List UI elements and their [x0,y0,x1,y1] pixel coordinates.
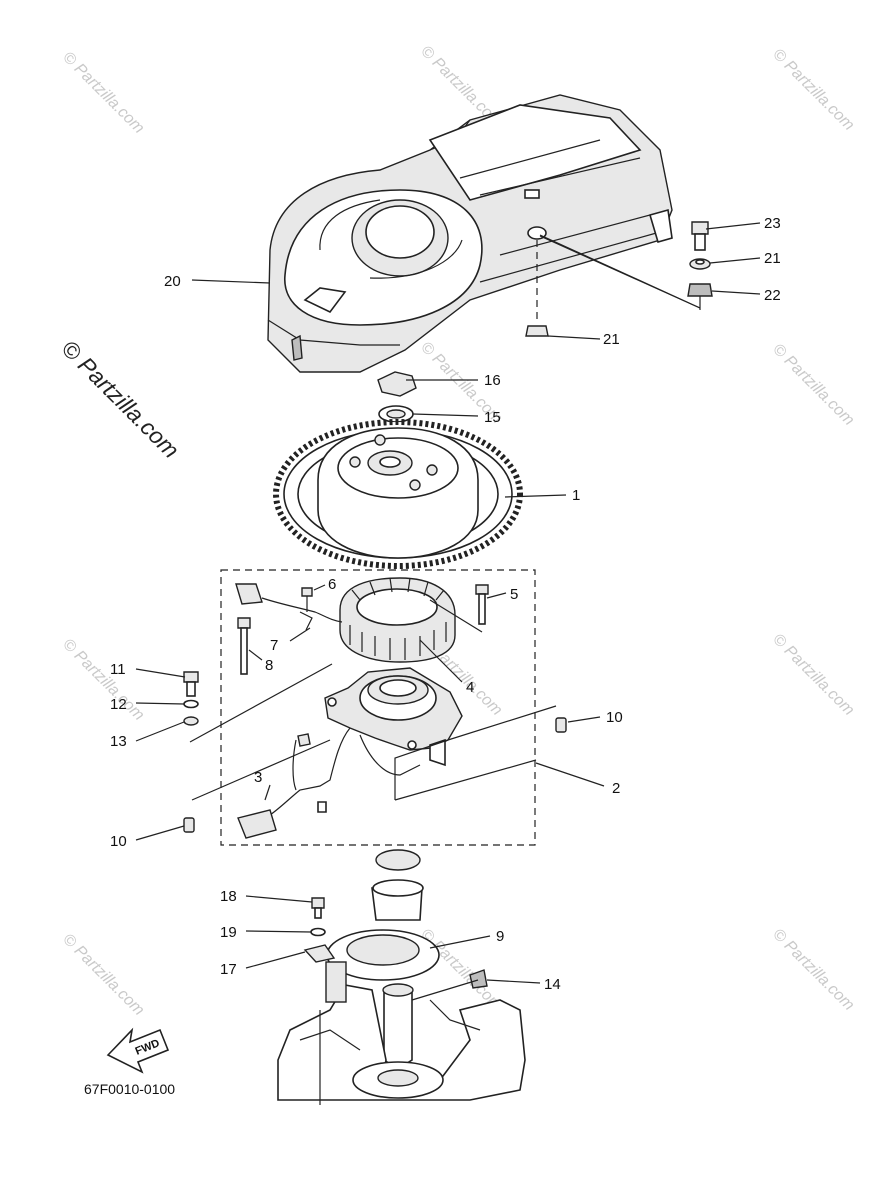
watermark-large: © Partzilla.com [56,335,184,463]
callout-19[interactable]: 19 [220,924,237,941]
stator-assembly-box [220,569,536,846]
callout-10[interactable]: 10 [606,709,623,726]
callout-14[interactable]: 14 [544,976,561,993]
callout-2[interactable]: 2 [612,780,620,797]
hardware-stack [687,221,713,310]
callout-16[interactable]: 16 [484,372,501,389]
watermark: © Partzilla.com [59,49,147,137]
callout-10[interactable]: 10 [110,833,127,850]
watermark: © Partzilla.com [769,341,857,429]
callout-23[interactable]: 23 [764,215,781,232]
callout-15[interactable]: 15 [484,409,501,426]
callout-20[interactable]: 20 [164,273,181,290]
callout-1[interactable]: 1 [572,487,580,504]
watermark: © Partzilla.com [769,631,857,719]
callout-18[interactable]: 18 [220,888,237,905]
watermark: © Partzilla.com [59,636,147,724]
stator-coil [339,577,456,663]
callout-4[interactable]: 4 [466,679,474,696]
callout-7[interactable]: 7 [270,637,278,654]
callout-9[interactable]: 9 [496,928,504,945]
callout-13[interactable]: 13 [110,733,127,750]
watermark: © Partzilla.com [769,926,857,1014]
callout-6[interactable]: 6 [328,576,336,593]
callout-5[interactable]: 5 [510,586,518,603]
watermark: © Partzilla.com [59,931,147,1019]
stator-base [324,667,463,767]
grommet-part-21 [525,325,549,337]
callout-21[interactable]: 21 [764,250,781,267]
flywheel-cover [267,94,673,373]
flywheel-rotor [273,419,523,569]
flywheel-nut [377,371,417,397]
callout-11[interactable]: 11 [110,661,126,678]
leader-lines [135,222,761,1001]
callout-8[interactable]: 8 [265,657,273,674]
callout-17[interactable]: 17 [220,961,237,978]
callout-3[interactable]: 3 [254,769,262,786]
crankshaft-components [326,849,488,1066]
fwd-arrow-icon: FWD [106,1027,170,1074]
power-head [277,961,526,1105]
diagram-code: 67F0010-0100 [84,1081,175,1097]
callout-21[interactable]: 21 [603,331,620,348]
watermark: © Partzilla.com [769,46,857,134]
callout-12[interactable]: 12 [110,696,127,713]
callout-labels: 20 23 21 22 21 16 15 1 6 5 7 8 4 11 12 1… [84,215,781,1097]
callout-22[interactable]: 22 [764,287,781,304]
